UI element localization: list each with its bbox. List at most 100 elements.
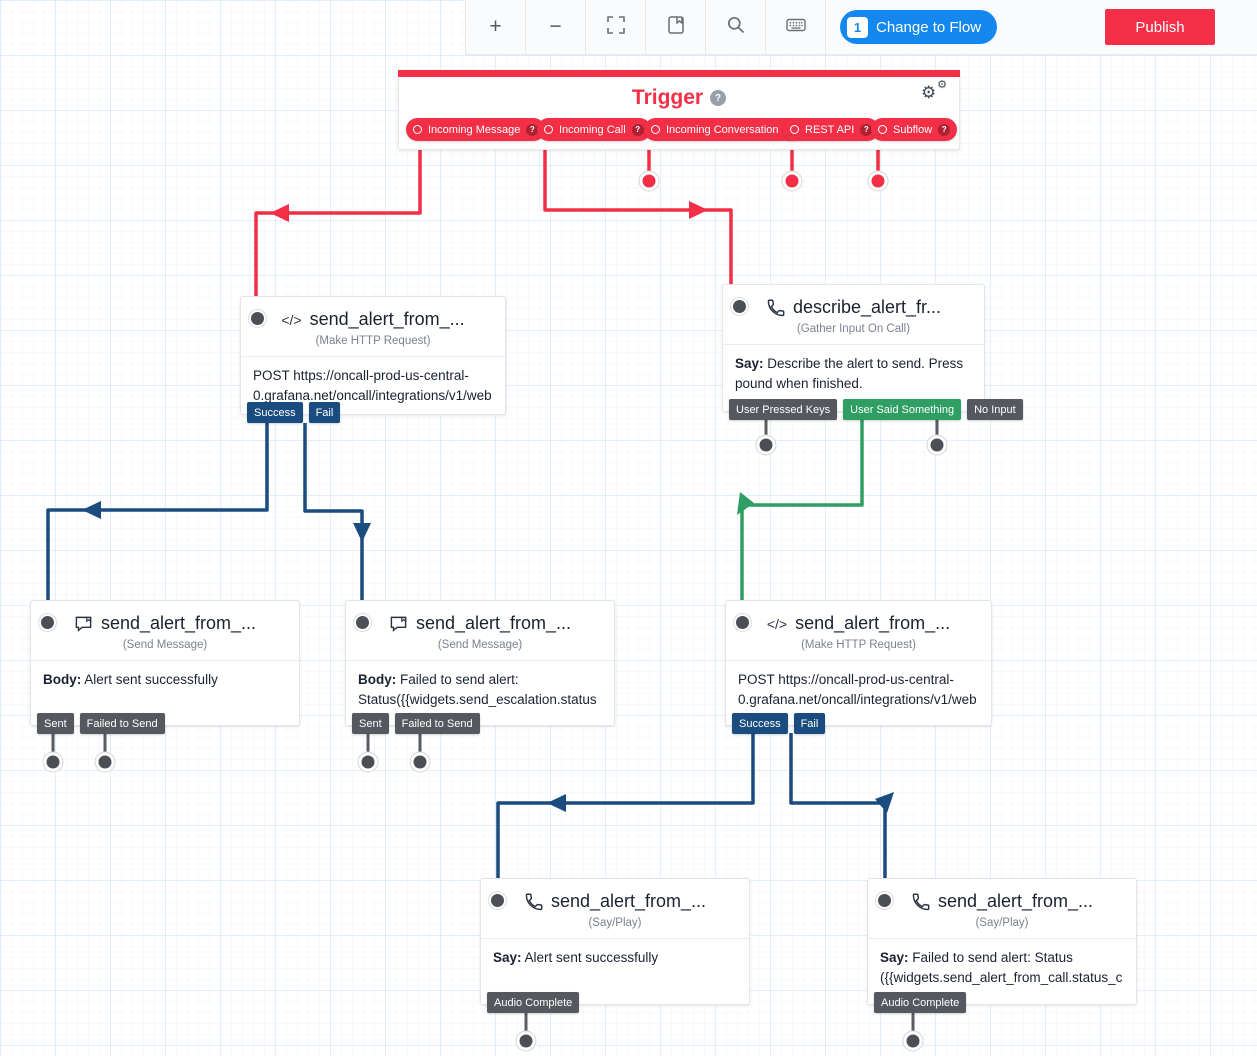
widget-type: (Gather Input On Call) bbox=[796, 323, 911, 335]
trigger-endpoint-dot[interactable] bbox=[781, 170, 803, 192]
transition-label: Incoming Message bbox=[428, 123, 521, 136]
transition-port-icon bbox=[544, 125, 553, 134]
transition-tag[interactable]: Audio Complete bbox=[874, 992, 967, 1013]
publish-button[interactable]: Publish bbox=[1105, 9, 1215, 45]
widget-send-alert-http-2[interactable]: </>send_alert_from_...(Make HTTP Request… bbox=[725, 600, 992, 734]
help-icon: ? bbox=[938, 123, 951, 136]
widget-type: (Say/Play) bbox=[588, 917, 642, 929]
widget-type: (Send Message) bbox=[437, 639, 523, 651]
transition-tag[interactable]: Sent bbox=[37, 713, 74, 734]
widget-input-port[interactable] bbox=[356, 616, 369, 629]
transition-tag[interactable]: Success bbox=[247, 402, 303, 423]
transition-tag[interactable]: Failed to Send bbox=[79, 713, 165, 734]
transition-tag[interactable]: No Input bbox=[967, 399, 1023, 420]
keyboard-icon bbox=[785, 15, 807, 40]
search-icon bbox=[726, 15, 746, 40]
help-icon: ? bbox=[631, 123, 644, 136]
transition-endpoint-dot[interactable] bbox=[515, 1030, 537, 1052]
help-icon[interactable]: ? bbox=[710, 90, 727, 106]
transition-tag[interactable]: User Said Something bbox=[843, 399, 962, 420]
transition-endpoint-dot[interactable] bbox=[357, 751, 379, 773]
transition-endpoint-dot[interactable] bbox=[42, 751, 64, 773]
transition-label: Incoming Call bbox=[559, 123, 626, 136]
widget-say-fail[interactable]: send_alert_from_...(Say/Play)Say: Failed… bbox=[867, 878, 1137, 1013]
divider bbox=[241, 356, 505, 357]
phone-icon bbox=[766, 298, 785, 317]
widget-input-port[interactable] bbox=[491, 894, 504, 907]
divider bbox=[31, 660, 299, 661]
widget-input-port[interactable] bbox=[736, 616, 749, 629]
transition-tag[interactable]: Fail bbox=[308, 402, 341, 423]
settings-gears-icon[interactable]: ⚙ ⚙ bbox=[921, 79, 947, 102]
transition-port-icon bbox=[651, 125, 660, 134]
zoom-out-button[interactable]: − bbox=[526, 0, 586, 54]
widget-body: Say: Alert sent successfully bbox=[493, 948, 737, 968]
widget-send-alert-http-1[interactable]: </>send_alert_from_...(Make HTTP Request… bbox=[240, 296, 506, 423]
transition-label: REST API bbox=[805, 123, 855, 136]
widget-title: send_alert_from_... bbox=[795, 613, 951, 633]
trigger-transition-pill[interactable]: Subflow? bbox=[871, 118, 958, 141]
body-text: Describe the alert to send. Press pound … bbox=[735, 356, 964, 391]
divider bbox=[726, 660, 991, 661]
widget-send-message-success[interactable]: send_alert_from_...(Send Message)Body: A… bbox=[30, 600, 300, 734]
log-icon bbox=[666, 15, 686, 40]
connector-arrowhead bbox=[689, 201, 708, 219]
fit-view-button[interactable] bbox=[586, 0, 646, 54]
trigger-endpoint-dot[interactable] bbox=[638, 170, 660, 192]
body-text: POST https://oncall-prod-us-central-0.gr… bbox=[738, 672, 977, 726]
search-button[interactable] bbox=[706, 0, 766, 54]
trigger-endpoint-dot[interactable] bbox=[867, 170, 889, 192]
divider bbox=[868, 938, 1136, 939]
trigger-transition-pill[interactable]: Incoming Call? bbox=[537, 118, 651, 141]
connector-line bbox=[46, 423, 269, 614]
transition-endpoint-dot[interactable] bbox=[755, 434, 777, 456]
transition-tag[interactable]: Sent bbox=[352, 713, 389, 734]
code-icon: </> bbox=[281, 311, 302, 328]
transition-tag[interactable]: Fail bbox=[793, 713, 826, 734]
widget-type: (Make HTTP Request) bbox=[801, 639, 916, 651]
transition-endpoint-dot[interactable] bbox=[409, 751, 431, 773]
transition-port-icon bbox=[413, 125, 422, 134]
transition-tag[interactable]: Success bbox=[732, 713, 788, 734]
connector-arrowhead bbox=[547, 794, 566, 812]
transition-endpoint-dot[interactable] bbox=[926, 434, 948, 456]
widget-input-port[interactable] bbox=[41, 616, 54, 629]
trigger-transition-pill[interactable]: Incoming Message? bbox=[406, 118, 546, 141]
transition-endpoint-dot[interactable] bbox=[902, 1030, 924, 1052]
keyboard-shortcuts-button[interactable] bbox=[766, 0, 826, 54]
trigger-transition-pill[interactable]: Incoming Conversation? bbox=[644, 118, 804, 141]
divider bbox=[481, 938, 749, 939]
transition-port-icon bbox=[878, 125, 887, 134]
widget-type: (Make HTTP Request) bbox=[315, 335, 431, 347]
widget-say-success[interactable]: send_alert_from_...(Say/Play)Say: Alert … bbox=[480, 878, 750, 1013]
change-to-flow-button[interactable]: 1 Change to Flow bbox=[840, 10, 998, 44]
widget-title: describe_alert_fr... bbox=[792, 297, 942, 317]
transition-tag[interactable]: User Pressed Keys bbox=[729, 399, 838, 420]
connector-arrowhead bbox=[270, 204, 289, 222]
connector-line bbox=[254, 140, 422, 305]
transition-label: Incoming Conversation bbox=[666, 123, 779, 136]
changelog-button[interactable] bbox=[646, 0, 706, 54]
body-label: Body: bbox=[358, 672, 397, 687]
body-label: Say: bbox=[880, 950, 909, 965]
body-label: Body: bbox=[43, 672, 82, 687]
widget-title: send_alert_from_... bbox=[415, 613, 572, 633]
body-label: Say: bbox=[493, 950, 522, 965]
trigger-title: Trigger bbox=[631, 86, 704, 109]
zoom-in-button[interactable]: + bbox=[466, 0, 526, 54]
trigger-widget[interactable]: Trigger ? ⚙ ⚙ Incoming Message?Incoming … bbox=[398, 70, 960, 150]
body-text: POST https://oncall-prod-us-central-0.gr… bbox=[253, 368, 492, 422]
widget-send-message-fail[interactable]: send_alert_from_... (Send Message) Body: F… bbox=[345, 600, 615, 734]
transition-tag[interactable]: Failed to Send bbox=[394, 713, 480, 734]
trigger-transition-pill[interactable]: REST API? bbox=[783, 118, 880, 141]
widget-input-port[interactable] bbox=[878, 894, 891, 907]
body-text: Alert sent successfully bbox=[84, 672, 218, 687]
widget-input-port[interactable] bbox=[251, 312, 264, 325]
connector-line bbox=[496, 733, 755, 892]
widget-input-port[interactable] bbox=[733, 300, 746, 313]
widget-describe-alert[interactable]: describe_alert_fr... (Gather Input On Cal… bbox=[722, 284, 1023, 420]
transition-endpoint-dot[interactable] bbox=[94, 751, 116, 773]
transition-tag[interactable]: Audio Complete bbox=[487, 992, 580, 1013]
